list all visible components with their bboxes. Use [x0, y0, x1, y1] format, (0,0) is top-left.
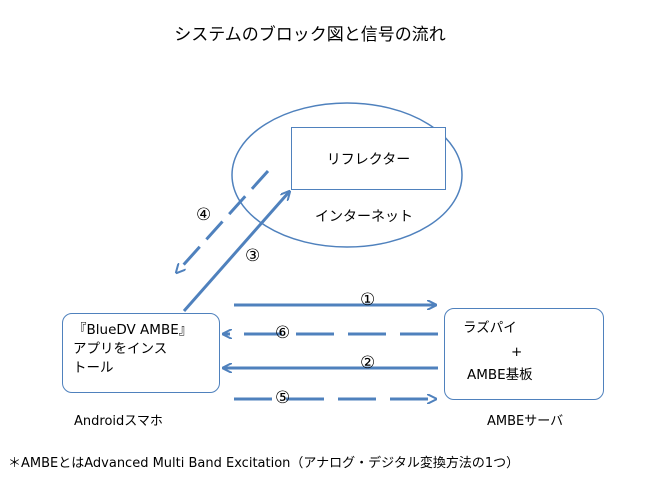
phone-line-2: アプリをインス [73, 341, 168, 357]
step-6-label: ⑥ [275, 323, 291, 343]
phone-line-1: 『BlueDV AMBE』 [73, 322, 193, 338]
step-4-label: ④ [196, 205, 212, 225]
step-3-label: ③ [245, 246, 261, 266]
phone-line-3: トール [73, 360, 114, 376]
step-5-label: ⑤ [275, 388, 291, 408]
step-2-label: ② [360, 353, 376, 373]
android-phone-box: 『BlueDV AMBE』 アプリをインス トール [62, 313, 220, 393]
internet-ellipse [231, 102, 463, 248]
diagram-title: システムのブロック図と信号の流れ [174, 25, 446, 45]
reflector-label: リフレクター [326, 151, 411, 168]
android-phone-caption: Androidスマホ [74, 414, 163, 429]
server-line-1: ラズパイ [463, 320, 517, 336]
footnote: ＊AMBEとはAdvanced Multi Band Excitation（アナ… [8, 456, 520, 471]
arrow-3 [182, 192, 289, 312]
ambe-server-box: ラズパイ + AMBE基板 [444, 308, 604, 400]
reflector-box: リフレクター [291, 127, 446, 190]
server-line-3: AMBE基板 [467, 367, 533, 383]
server-line-2: + [511, 344, 523, 360]
step-1-label: ① [360, 290, 376, 310]
ambe-server-caption: AMBEサーバ [487, 414, 564, 429]
internet-label: インターネット [315, 209, 413, 225]
arrow-4 [177, 169, 270, 272]
